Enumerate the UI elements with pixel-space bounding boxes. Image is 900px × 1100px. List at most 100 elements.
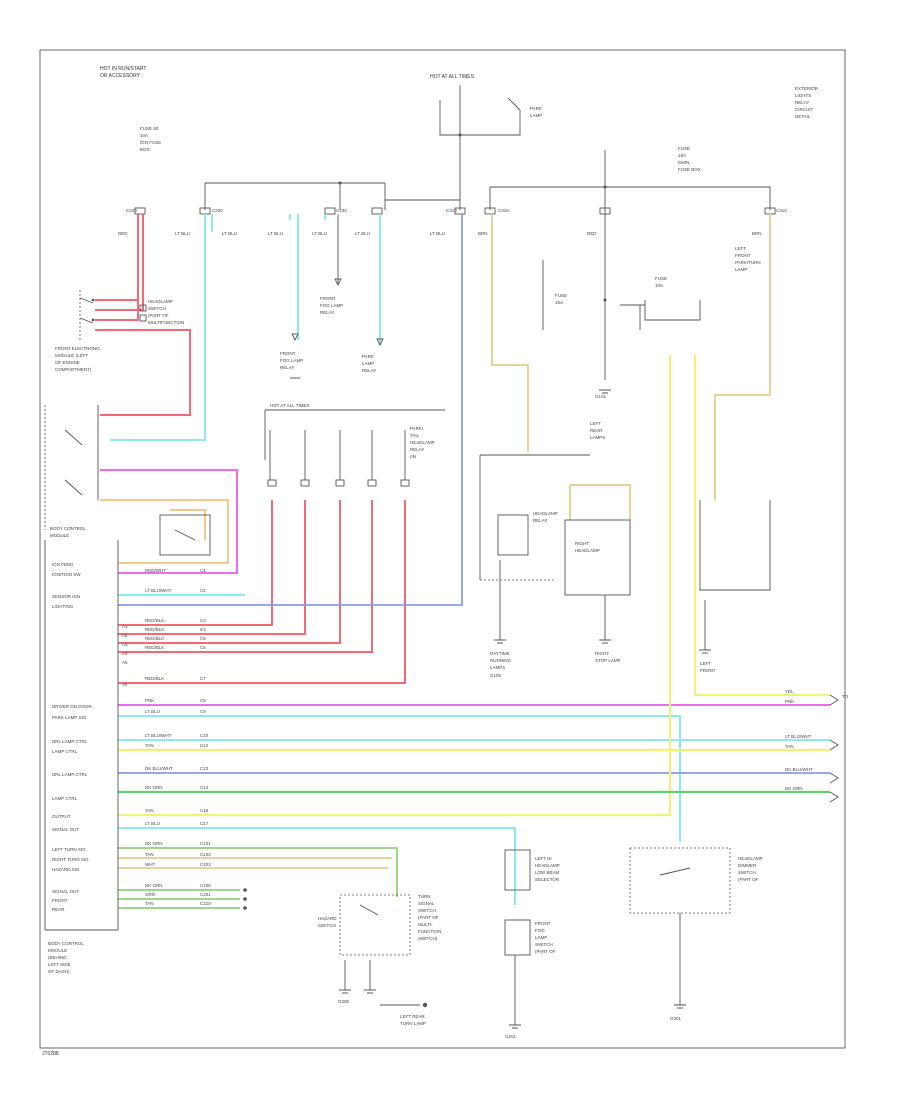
- center-relay-block: [264, 409, 445, 487]
- ground-symbols: [290, 377, 711, 1029]
- left-side-node-3: RELAY: [280, 365, 294, 370]
- right-relay-note-1: LEFT: [735, 246, 746, 251]
- connector-id-11: C12: [200, 743, 209, 748]
- bottom-mid-module-2-2: FOG: [535, 928, 545, 933]
- magenta-wire-group: [100, 469, 830, 706]
- front-control-module-2: MODULE (LEFT: [55, 353, 88, 358]
- right-edge-code-2: PNK: [785, 699, 794, 704]
- top-right-note-1: EXTERIOR: [795, 86, 819, 91]
- bcm-pin-14: RIGHT TURN SIG: [52, 857, 89, 862]
- ground-label-4: G100: [490, 673, 502, 678]
- bcm-pin-6: PARK LAMP SIG: [52, 715, 87, 720]
- top-wire-code-9: RED: [587, 231, 597, 236]
- left-side-node-2: FOG LAMP: [280, 358, 303, 363]
- top-wire-code-3: LT BLU: [222, 231, 237, 236]
- connector-id-18: C103: [200, 862, 211, 867]
- headlamp-switch-2: SWITCH: [148, 306, 166, 311]
- wire-code-16: DK GRN: [145, 841, 163, 846]
- top-wire-code-8: BRN: [478, 231, 488, 236]
- wire-code-7: RED/BLK: [145, 676, 164, 681]
- top-connector-id-6: C310: [776, 208, 787, 213]
- bcm-pin-13: LEFT TURN SIG: [52, 847, 86, 852]
- left-side-node-1: FRONT: [280, 351, 296, 356]
- connector-id-14: C15: [200, 808, 209, 813]
- headlamp-switch-1: HEADLAMP: [148, 299, 173, 304]
- bottom-right-module-1: HEADLAMP: [738, 856, 763, 861]
- bottom-center-1: HAZARD: [318, 916, 337, 921]
- bottom-right-module-4: (PART OF: [738, 877, 759, 882]
- fuse-left-1: FUSE 60: [140, 126, 159, 131]
- connector-id-12: C13: [200, 766, 209, 771]
- bottom-ground-label-2: G201: [505, 1034, 517, 1039]
- bcm-pin-7: DRL LAMP CTRL: [52, 739, 88, 744]
- bottom-switch-4: (PART OF: [418, 915, 439, 920]
- top-connector-id-4: C310: [446, 208, 457, 213]
- junction-dots: [243, 133, 607, 910]
- wire-code-19: DK GRN: [145, 883, 163, 888]
- bottom-switch-2: SIGNAL: [418, 901, 435, 906]
- right-edge-code-1: YEL: [785, 689, 794, 694]
- ground-label-5: G101: [595, 394, 607, 399]
- bcm-pin-2: IGNITION SW: [52, 572, 81, 577]
- top-wire-code-2: LT BLU: [175, 231, 190, 236]
- bottom-mid-module-3: LOW BEAM: [535, 870, 560, 875]
- connector-id-6: C6: [200, 645, 206, 650]
- fuse-left-4: BOX: [140, 147, 150, 152]
- right-edge-code-3: LT BLU/WHT: [785, 734, 812, 739]
- bottom-mid-module-2-3: LAMP: [535, 935, 547, 940]
- fuse-left-3: IGN FUSE: [140, 140, 161, 145]
- bcm-pin-5: DRIVER ON DOOR: [52, 704, 93, 709]
- bottom-center-2b: TURN LAMP: [400, 1021, 426, 1026]
- right-ground-1: LEFT: [590, 421, 601, 426]
- wire-code-10: LT BLU/WHT: [145, 733, 172, 738]
- connector-id-19: C105: [200, 883, 211, 888]
- wire-code-5: RED/BLK: [145, 636, 164, 641]
- cyan-wire-group: [110, 214, 830, 905]
- bottom-ground-right-1: LEFT: [700, 661, 711, 666]
- bottom-switch-5: MULTI-: [418, 922, 433, 927]
- top-wire-code-10: BRN: [752, 231, 762, 236]
- center-ground-1b: FOG LAMP: [320, 303, 343, 308]
- connector-id-15: C17: [200, 821, 209, 826]
- connector-id-8: C8: [200, 698, 206, 703]
- right-relay-note-2: FRONT: [735, 253, 751, 258]
- wire-code-2: LT BLU/WHT: [145, 588, 172, 593]
- bottom-switch-7: SWITCH): [418, 936, 438, 941]
- bcm-pin-a2: A2: [122, 633, 128, 638]
- connector-id-5: C5: [200, 636, 206, 641]
- bcm-caption-4: LEFT SIDE: [48, 962, 71, 967]
- bcm-pin-10: LAMP CTRL: [52, 796, 78, 801]
- bottom-right-module-2: DIMMER: [738, 863, 757, 868]
- bottom-dimmer-switch: [629, 847, 731, 1005]
- bottom-mid-module-2: HEADLAMP: [535, 863, 560, 868]
- top-connector-id-3: C230: [336, 208, 347, 213]
- center-ground-2a: PARK: [362, 354, 374, 359]
- bcm-pin-a6: A6: [122, 682, 128, 687]
- connector-id-2: C2: [200, 588, 206, 593]
- right-edge-arrows: [829, 694, 839, 803]
- front-control-module-4: COMPARTMENT): [55, 367, 92, 372]
- connector-id-7: C7: [200, 676, 206, 681]
- bcm-caption-3: (BEHIND: [48, 955, 67, 960]
- bcm-pin-a4: A4: [122, 651, 128, 656]
- top-wire-code-1: RED: [118, 231, 128, 236]
- top-connector-id-1: C220: [126, 208, 137, 213]
- wire-code-21: TAN: [145, 901, 154, 906]
- text-labels: HOT IN RUN/START OR ACCESSORY FUSE 60 10…: [42, 66, 849, 1057]
- relay-stack-2: TAIL: [410, 433, 420, 438]
- wire-code-6: RED/BLK: [145, 645, 164, 650]
- bottom-center-2a: LEFT REAR: [400, 1014, 425, 1019]
- footer-code: JT0288: [42, 1051, 59, 1057]
- right-relay-note-4: LAMP: [735, 267, 747, 272]
- right-edge-code-4: TAN: [785, 744, 794, 749]
- wire-code-18: WHT: [145, 862, 155, 867]
- wire-code-20: ORN: [145, 892, 155, 897]
- connector-id-3: C3: [200, 618, 206, 623]
- right-edge-code-5: DK BLU/WHT: [785, 767, 813, 772]
- wire-code-1: RED/WHT: [145, 568, 166, 573]
- bottom-ground-right-2: FRONT: [700, 668, 716, 673]
- diagram-frame: [39, 49, 846, 1049]
- bottom-switch-6: FUNCTION: [418, 929, 441, 934]
- top-wire-code-6: LT BLU: [355, 231, 370, 236]
- connector-id-17: C102: [200, 852, 211, 857]
